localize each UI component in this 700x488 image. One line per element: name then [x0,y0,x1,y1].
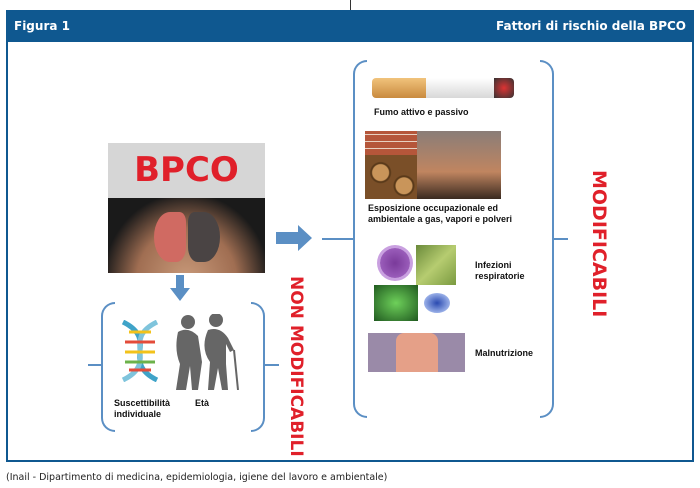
microbes-image [374,245,456,321]
divider-line [350,0,351,10]
connector-line [322,238,354,240]
malnutrition-image [368,333,465,372]
elderly-couple-icon [172,313,244,391]
down-arrow-icon [170,275,190,301]
brace-right-icon [554,238,568,240]
bpco-title: BPCO [134,150,239,190]
label-respiratory-infections: Infezioni respiratorie [475,260,525,281]
brace-left-icon [101,302,115,432]
right-arrow-icon [276,225,312,251]
figure-title: Fattori di rischio della BPCO [496,19,686,33]
modifiable-heading: MODIFICABILI [588,170,610,318]
figure-header: Figura 1 Fattori di rischio della BPCO [6,10,694,42]
figure-frame [6,42,694,462]
brace-right-icon [265,364,279,366]
label-occupational-exposure: Esposizione occupazionale ed ambientale … [368,203,513,224]
figure-caption: (Inail - Dipartimento di medicina, epide… [6,472,388,483]
non-modifiable-heading: NON MODIFICABILI [286,276,306,457]
brace-left-icon [88,364,102,366]
occupational-image [365,131,501,199]
lungs-image [108,198,265,273]
label-malnutrition: Malnutrizione [475,348,533,358]
label-susceptibility: Suscettibilità individuale [114,398,171,419]
brace-right-icon [251,302,265,432]
bpco-title-box: BPCO [108,143,265,198]
cigarette-image [372,78,514,98]
label-age: Età [195,398,210,408]
brace-left-icon [353,60,367,418]
dna-icon [115,319,165,383]
label-smoking: Fumo attivo e passivo [374,107,469,117]
figure-label: Figura 1 [14,19,70,33]
brace-right-icon [540,60,554,418]
